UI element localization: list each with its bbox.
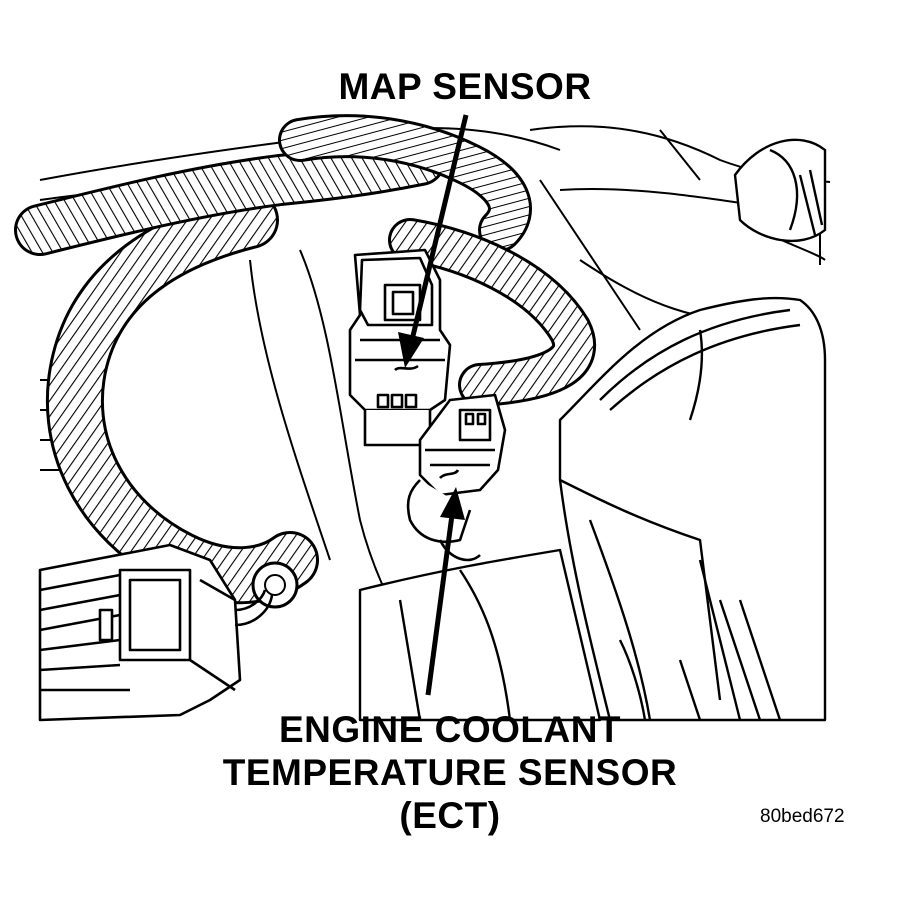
upper-hose bbox=[733, 138, 827, 243]
ect-sensor bbox=[406, 393, 507, 562]
right-wiring-harness bbox=[388, 218, 597, 407]
upper-wiring-harness bbox=[14, 134, 446, 256]
ect-callout-line-1: ENGINE COOLANT bbox=[278, 709, 622, 750]
center-wiring-harness bbox=[278, 114, 532, 252]
ect-sensor-callout: ENGINE COOLANT TEMPERATURE SENSOR (ECT) bbox=[200, 708, 700, 837]
lower-panel bbox=[358, 548, 602, 722]
figure-id: 80bed672 bbox=[760, 806, 845, 827]
left-connector-block bbox=[38, 543, 274, 722]
ect-sensor-arrow bbox=[425, 487, 465, 696]
ect-callout-line-3: (ECT) bbox=[399, 795, 501, 836]
map-sensor-callout: MAP SENSOR bbox=[338, 66, 592, 107]
map-sensor-arrow bbox=[398, 114, 469, 368]
left-wiring-harness bbox=[45, 191, 319, 609]
intake-manifold bbox=[558, 296, 827, 722]
map-sensor bbox=[348, 248, 452, 447]
ect-callout-line-2: TEMPERATURE SENSOR bbox=[222, 752, 678, 793]
